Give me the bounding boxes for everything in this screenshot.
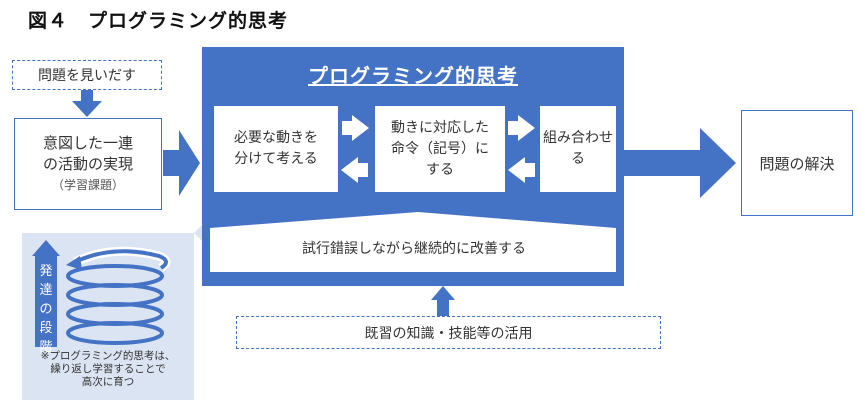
right-arrow-icon — [624, 128, 736, 198]
stage-char: 発 — [39, 264, 53, 279]
problem-solved-label: 問題の解決 — [759, 154, 835, 173]
problem-solved-box: 問題の解決 — [741, 110, 853, 216]
up-arrow-icon — [32, 240, 60, 347]
right-arrow-icon — [163, 130, 200, 196]
step1-line1: 必要な動きを — [234, 130, 318, 146]
left-arrow-icon — [508, 157, 535, 183]
improve-box-shape — [210, 212, 616, 272]
inset-callout-tip — [194, 225, 202, 241]
intended-activity-sub: （学習課題） — [51, 177, 124, 192]
down-arrow-icon — [72, 90, 102, 117]
problem-finding-label: 問題を見いだす — [38, 68, 136, 84]
step-divide-motions: 必要な動きを 分けて考える — [214, 106, 338, 192]
spiral-icon — [66, 246, 171, 345]
development-stage-label: 発 達 の 段 階 — [35, 262, 57, 357]
right-arrow-icon — [508, 115, 535, 141]
intended-activity-line2: の活動の実現 — [42, 154, 133, 173]
step2-line1: 動きに対応した — [391, 119, 489, 136]
right-arrow-icon — [342, 115, 369, 141]
left-arrow-icon — [341, 157, 368, 183]
prior-knowledge-box: 既習の知識・技能等の活用 — [236, 316, 661, 349]
note-line: 高次に育つ — [81, 376, 135, 388]
stage-char: 段 — [39, 321, 53, 336]
step2-line2: 命令（記号）に — [391, 140, 489, 157]
step-map-to-commands: 動きに対応した 命令（記号）に する — [375, 106, 505, 192]
up-arrow-icon — [431, 286, 455, 316]
prior-knowledge-label: 既習の知識・技能等の活用 — [364, 325, 533, 342]
step-combine: 組み合わせる — [540, 106, 616, 192]
stage-char: の — [39, 302, 53, 317]
step2-line3: する — [426, 161, 454, 178]
stage-char: 達 — [39, 283, 53, 298]
note-line: ※プログラミング的思考は、 — [40, 350, 176, 362]
step3-label: 組み合わせる — [543, 130, 613, 167]
figure-title: 図４ プログラミング的思考 — [28, 10, 289, 32]
stage-char: 階 — [39, 340, 53, 355]
improve-label: 試行錯誤しながら継続的に改善する — [302, 241, 526, 257]
inset-note: ※プログラミング的思考は、 繰り返し学習することで 高次に育つ — [22, 350, 194, 389]
note-line: 繰り返し学習することで — [50, 363, 166, 375]
intended-activity-box: 意図した一連 の活動の実現 （学習課題） — [14, 118, 162, 210]
problem-finding-box: 問題を見いだす — [12, 60, 162, 90]
step1-line2: 分けて考える — [234, 151, 318, 167]
intended-activity-line1: 意図した一連 — [42, 133, 133, 152]
panel-title: プログラミング的思考 — [308, 64, 518, 88]
